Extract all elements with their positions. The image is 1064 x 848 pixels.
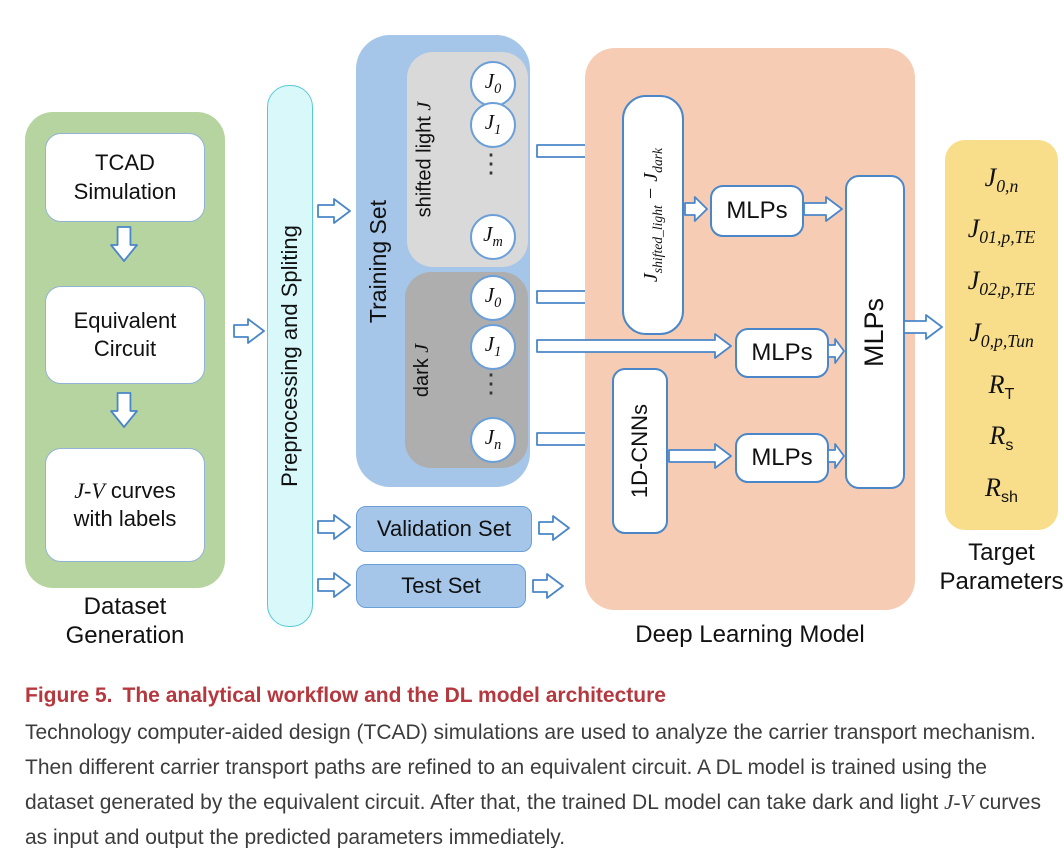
dataset-generation-label: Dataset Generation xyxy=(65,593,185,650)
arrow-right-icon xyxy=(827,338,845,364)
mlp-big-box: MLPs xyxy=(845,175,905,489)
jv-line2: with labels xyxy=(73,506,177,531)
arrow-down-icon xyxy=(110,392,138,428)
shifted-minus-dark-label: Jshifted_light − Jdark xyxy=(640,147,666,283)
arrow-right-icon xyxy=(684,196,708,222)
vertical-ellipsis: ⋮ xyxy=(478,368,504,398)
test-set-label: Test Set xyxy=(401,573,481,598)
jv-curves-box: J-V curves with labels xyxy=(45,448,205,562)
shifted-j0-node: J0 xyxy=(470,61,516,107)
equiv-line2: Circuit xyxy=(93,336,157,361)
training-set-panel: Training Set shifted light J J0 J1 ⋮ Jm xyxy=(356,35,530,487)
arrow-right-icon xyxy=(317,514,351,540)
jv-line1: J-V curves xyxy=(74,477,175,505)
deep-learning-model-label: Deep Learning Model xyxy=(635,621,865,648)
1d-cnns-label: 1D-CNNs xyxy=(627,403,652,499)
param-j0n: J0,n xyxy=(984,162,1019,196)
validation-set-box: Validation Set xyxy=(356,506,532,552)
equivalent-circuit-box: Equivalent Circuit xyxy=(45,286,205,384)
preprocessing-label: Preprocessing and Spliting xyxy=(277,225,302,487)
shifted-light-group: shifted light J J0 J1 ⋮ Jm xyxy=(407,52,528,267)
param-rs: Rs xyxy=(989,421,1014,455)
1d-cnns-box: 1D-CNNs xyxy=(612,368,668,534)
tcad-line2: Simulation xyxy=(73,178,177,204)
preprocessing-bar: Preprocessing and Spliting xyxy=(267,85,313,627)
dark-j1-node: J1 xyxy=(470,324,516,370)
shifted-jm-node: Jm xyxy=(470,214,516,260)
figure-caption-heading: Figure 5.The analytical workflow and the… xyxy=(25,684,666,707)
equiv-line1: Equivalent xyxy=(73,307,177,333)
tcad-simulation-box: TCAD Simulation xyxy=(45,133,205,222)
deep-learning-model-panel: Jshifted_light − Jdark MLPs MLPs 1D-CNNs… xyxy=(585,48,915,610)
arrow-right-icon xyxy=(532,573,564,599)
arrow-down-icon xyxy=(110,226,138,262)
jv-rest: curves xyxy=(104,477,176,503)
target-parameters-label: Target Parameters xyxy=(939,539,1064,596)
dark-j-label: dark J xyxy=(411,343,434,397)
arrow-right-icon xyxy=(538,515,570,541)
arrow-right-icon xyxy=(317,572,351,598)
vertical-ellipsis: ⋮ xyxy=(478,148,504,178)
target-parameters-panel: J0,n J01,p,TE J02,p,TE J0,p,Tun RT Rs Rs… xyxy=(945,140,1058,530)
param-rt: RT xyxy=(988,369,1015,403)
arrow-right-icon xyxy=(233,318,265,344)
arrow-right-icon xyxy=(317,198,351,224)
arrow-right-icon xyxy=(668,443,732,469)
dark-j0-node: J0 xyxy=(470,275,516,321)
param-rsh: Rsh xyxy=(985,472,1018,507)
arrow-right-icon xyxy=(827,443,845,469)
validation-set-label: Validation Set xyxy=(376,516,512,541)
mlp-big-label: MLPs xyxy=(859,297,890,367)
mlp-bottom-box: MLPs xyxy=(735,433,829,483)
jv-math: J-V xyxy=(74,477,105,503)
dark-j-group: dark J J0 J1 ⋮ Jn xyxy=(405,272,528,468)
shifted-light-label: shifted light J xyxy=(413,101,436,218)
mlp-mid-box: MLPs xyxy=(735,328,829,378)
dark-jn-node: Jn xyxy=(470,417,516,463)
arrow-right-icon xyxy=(903,314,943,340)
shifted-minus-dark-box: Jshifted_light − Jdark xyxy=(622,95,684,335)
arrow-right-icon xyxy=(536,333,732,359)
param-j0ptun: J0,p,Tun xyxy=(969,317,1034,352)
figure-caption-body: Technology computer-aided design (TCAD) … xyxy=(25,721,1041,848)
tcad-line1: TCAD xyxy=(95,150,155,176)
param-j02pte: J02,p,TE xyxy=(967,266,1036,300)
test-set-box: Test Set xyxy=(356,564,526,608)
training-set-label: Training Set xyxy=(365,199,392,323)
dataset-generation-panel: TCAD Simulation Equivalent Circuit J-V c… xyxy=(25,112,225,588)
param-j01pte: J01,p,TE xyxy=(967,214,1036,248)
arrow-right-icon xyxy=(803,196,843,222)
mlp-top-box: MLPs xyxy=(710,185,804,237)
shifted-j1-node: J1 xyxy=(470,102,516,148)
